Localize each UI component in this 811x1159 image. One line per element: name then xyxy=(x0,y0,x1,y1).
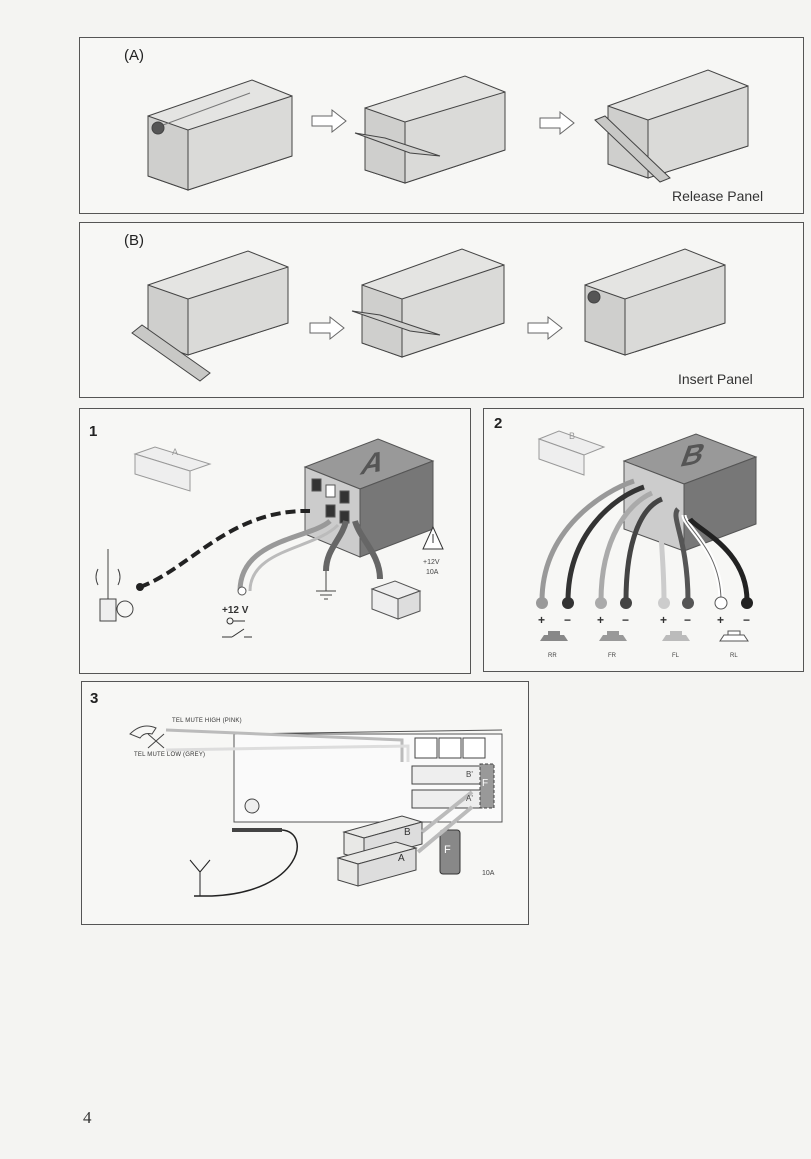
socket-a-label: A' xyxy=(466,794,473,803)
car-stereo-unit-4 xyxy=(132,251,288,381)
ground-icon xyxy=(316,571,336,599)
switch-icon xyxy=(222,629,252,637)
release-steps-illustration xyxy=(80,38,805,215)
small-connector-a-letter: A xyxy=(172,447,178,457)
speaker-icon-rl xyxy=(720,631,748,641)
panel-speaker-wiring: 2 xyxy=(483,408,804,672)
speaker-rr-label: RR xyxy=(548,653,557,659)
fuse-plug-letter: F xyxy=(444,844,451,856)
battery-fuse-label: 10A xyxy=(426,569,438,576)
antenna-wire xyxy=(140,511,310,587)
phone-icon xyxy=(130,726,164,748)
panel-iso-connection: 3 xyxy=(81,681,529,925)
panel-release: (A) Release Panel xyxy=(79,37,804,214)
antenna-icon xyxy=(96,549,133,621)
power-wiring-diagram xyxy=(80,409,472,675)
speaker-fl-label: FL xyxy=(672,653,679,659)
speaker-fr-plus: + xyxy=(597,613,604,627)
speaker-rl-plus: + xyxy=(717,613,724,627)
speaker-rr-minus: − xyxy=(564,613,571,627)
iso-connection-diagram xyxy=(82,682,530,926)
insert-steps-illustration xyxy=(80,223,805,399)
plug-a-label: A xyxy=(398,853,405,864)
panel-power-wiring: 1 xyxy=(79,408,471,674)
speaker-rr-plus: + xyxy=(538,613,545,627)
speaker-icon-fl xyxy=(662,631,690,641)
plug-b-label: B xyxy=(404,827,411,838)
power-voltage-label: +12 V xyxy=(222,605,248,616)
antenna-icon xyxy=(190,860,210,896)
car-stereo-unit-5 xyxy=(352,249,504,357)
car-stereo-unit-3 xyxy=(595,70,748,182)
car-stereo-unit-2 xyxy=(355,76,505,183)
arrow-right-1 xyxy=(312,110,346,132)
panel-insert: (B) Insert Panel xyxy=(79,222,804,398)
battery-voltage-label: +12V xyxy=(423,559,440,566)
page-number: 4 xyxy=(83,1108,92,1128)
speaker-rl-minus: − xyxy=(743,613,750,627)
arrow-right-3 xyxy=(310,317,344,339)
small-connector-b-letter: B xyxy=(569,431,575,441)
car-stereo-unit-6 xyxy=(585,249,725,355)
speaker-fl-minus: − xyxy=(684,613,691,627)
speaker-rl-label: RL xyxy=(730,653,738,659)
speaker-fl-plus: + xyxy=(660,613,667,627)
battery-icon xyxy=(372,581,420,619)
speaker-icon-fr xyxy=(599,631,627,641)
arrow-right-2 xyxy=(540,112,574,134)
car-stereo-unit-1 xyxy=(148,80,292,190)
tel-mute-high-label: TEL MUTE HIGH (PINK) xyxy=(172,718,242,724)
socket-fuse-label: F xyxy=(482,778,488,789)
rear-sockets xyxy=(412,738,494,808)
fuse-rating-label: 10A xyxy=(482,870,494,877)
speaker-fr-minus: − xyxy=(622,613,629,627)
tel-mute-low-label: TEL MUTE LOW (GREY) xyxy=(134,752,205,758)
speaker-icon-rr xyxy=(540,631,568,641)
speaker-wiring-diagram xyxy=(484,409,805,673)
ignition-key-icon xyxy=(227,618,245,624)
socket-b-label: B' xyxy=(466,770,473,779)
speaker-fr-label: FR xyxy=(608,653,616,659)
arrow-right-4 xyxy=(528,317,562,339)
